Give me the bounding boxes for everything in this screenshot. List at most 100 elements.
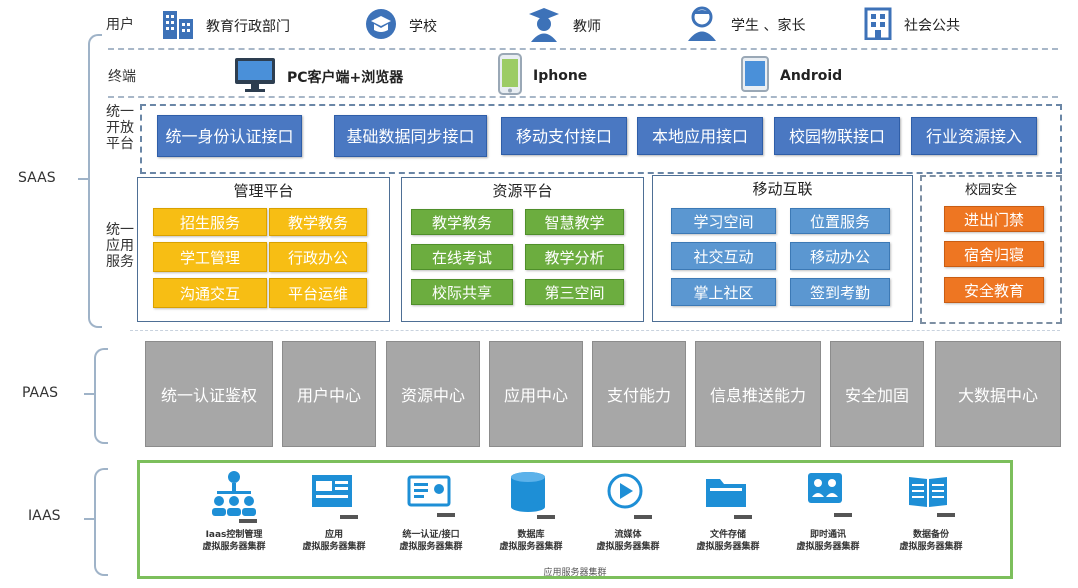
paas-item: 大数据中心 <box>935 341 1061 447</box>
user-school: 学校 <box>363 7 437 45</box>
mobile-internet-title: 移动互联 <box>752 180 813 198</box>
open-platform-item-identity: 统一身份认证接口 <box>157 115 302 157</box>
iaas-item-line2: 虚拟服务器集群 <box>399 542 463 552</box>
iaas-footer: 应用服务器集群 <box>543 568 607 578</box>
user-label: 学校 <box>409 19 437 35</box>
iaas-item-line1: 数据备份 <box>912 530 949 540</box>
iaas-item-line2: 虚拟服务器集群 <box>302 542 366 552</box>
iaas-item-line2: 虚拟服务器集群 <box>696 542 760 552</box>
iaas-item-media: 流媒体 虚拟服务器集群 <box>582 469 674 553</box>
paas-brace-tick <box>84 393 94 395</box>
iaas-item-backup: 数据备份 虚拟服务器集群 <box>885 469 977 553</box>
security-item: 宿舍归寝 <box>944 241 1044 267</box>
user-label: 教师 <box>573 19 601 35</box>
iaas-item-line2: 虚拟服务器集群 <box>202 542 266 552</box>
tablet-icon <box>740 55 770 97</box>
user-label: 社会公共 <box>904 18 960 34</box>
iaas-item-control: Iaas控制管理 虚拟服务器集群 <box>188 469 280 553</box>
teacher-icon <box>525 5 563 47</box>
org-chart-icon <box>212 471 257 523</box>
open-platform-item-campus-iot: 校园物联接口 <box>774 117 900 155</box>
iaas-item-line1: 数据库 <box>517 530 545 540</box>
user-label: 学生 、家长 <box>731 18 806 34</box>
iaas-item-line1: 应用 <box>324 530 343 540</box>
management-platform-title: 管理平台 <box>233 182 294 200</box>
user-teacher: 教师 <box>525 5 601 47</box>
play-icon <box>607 473 652 519</box>
open-platform-item-industry: 行业资源接入 <box>911 117 1037 155</box>
iaas-brace <box>94 468 108 576</box>
mobile-item: 位置服务 <box>790 208 890 234</box>
open-platform-item-data-sync: 基础数据同步接口 <box>334 115 487 157</box>
mobile-item: 学习空间 <box>671 208 776 234</box>
campus-security-title: 校园安全 <box>964 183 1017 198</box>
saas-paas-divider <box>130 330 1060 331</box>
open-platform-label-line: 开放 <box>106 120 134 136</box>
saas-brace <box>88 34 102 328</box>
monitor-icon <box>233 56 277 98</box>
building-icon <box>160 7 196 45</box>
resource-item: 教学教务 <box>411 209 513 235</box>
student-icon <box>683 4 721 46</box>
iaas-item-im: 即时通讯 虚拟服务器集群 <box>782 469 874 553</box>
mobile-item: 移动办公 <box>790 242 890 270</box>
mobile-item: 社交互动 <box>671 242 776 270</box>
user-education-department: 教育行政部门 <box>160 7 290 45</box>
iaas-item-line2: 虚拟服务器集群 <box>899 542 963 552</box>
paas-item: 安全加固 <box>830 341 924 447</box>
terminal-platform-divider <box>108 96 1058 98</box>
paas-item: 应用中心 <box>489 341 583 447</box>
resource-platform-title: 资源平台 <box>492 182 553 200</box>
iaas-item-line1: 文件存储 <box>709 530 746 540</box>
resource-item: 教学分析 <box>525 244 624 270</box>
open-platform-item-local-app: 本地应用接口 <box>637 117 763 155</box>
iaas-item-line2: 虚拟服务器集群 <box>596 542 660 552</box>
iaas-item-line1: 统一认证/接口 <box>402 530 460 540</box>
users-terminal-divider <box>108 48 1058 50</box>
paas-item: 统一认证鉴权 <box>145 341 273 447</box>
folder-icon <box>706 479 752 519</box>
iaas-label: IAAS <box>28 508 61 524</box>
resource-item: 在线考试 <box>411 244 513 270</box>
iaas-item-line1: Iaas控制管理 <box>205 530 263 540</box>
iaas-item-file-storage: 文件存储 虚拟服务器集群 <box>682 469 774 553</box>
resource-platform-panel: 资源平台 教学教务 智慧教学 在线考试 教学分析 校际共享 第三空间 <box>401 177 644 322</box>
user-public: 社会公共 <box>862 6 960 44</box>
campus-security-panel: 校园安全 进出门禁 宿舍归寝 安全教育 <box>920 175 1062 324</box>
paas-label: PAAS <box>22 385 58 401</box>
database-icon <box>511 472 555 519</box>
resource-item: 校际共享 <box>411 279 513 305</box>
phone-icon <box>497 52 523 100</box>
terminal-pc: PC客户端+浏览器 <box>233 56 403 98</box>
management-item: 行政办公 <box>269 242 367 272</box>
paas-item: 用户中心 <box>282 341 376 447</box>
users-row-label: 用户 <box>106 17 134 33</box>
saas-label: SAAS <box>18 170 56 186</box>
iaas-item-line1: 流媒体 <box>614 530 642 540</box>
terminal-label: PC客户端+浏览器 <box>287 70 404 86</box>
paas-brace <box>94 348 108 444</box>
terminal-label: Iphone <box>533 68 588 84</box>
security-item: 进出门禁 <box>944 206 1044 232</box>
iaas-item-auth: 统一认证/接口 虚拟服务器集群 <box>385 469 477 553</box>
app-window-icon <box>312 475 358 519</box>
user-label: 教育行政部门 <box>206 19 290 35</box>
management-item: 招生服务 <box>153 208 267 236</box>
open-platform-box <box>140 104 1062 174</box>
terminal-iphone: Iphone <box>497 52 587 100</box>
chat-icon <box>808 473 852 517</box>
book-icon <box>909 477 955 517</box>
paas-item: 资源中心 <box>386 341 480 447</box>
management-item: 学工管理 <box>153 242 267 272</box>
security-item: 安全教育 <box>944 277 1044 303</box>
app-service-label-line: 服务 <box>106 254 134 270</box>
open-platform-item-payment: 移动支付接口 <box>501 117 627 155</box>
terminal-label: Android <box>780 68 843 84</box>
school-globe-icon <box>363 7 399 45</box>
saas-brace-tick <box>78 178 88 180</box>
certificate-icon <box>407 475 455 517</box>
resource-item: 第三空间 <box>525 279 624 305</box>
open-platform-row-label: 统一 开放 平台 <box>104 104 136 152</box>
user-student-parent: 学生 、家长 <box>683 4 805 46</box>
management-item: 教学教务 <box>269 208 367 236</box>
